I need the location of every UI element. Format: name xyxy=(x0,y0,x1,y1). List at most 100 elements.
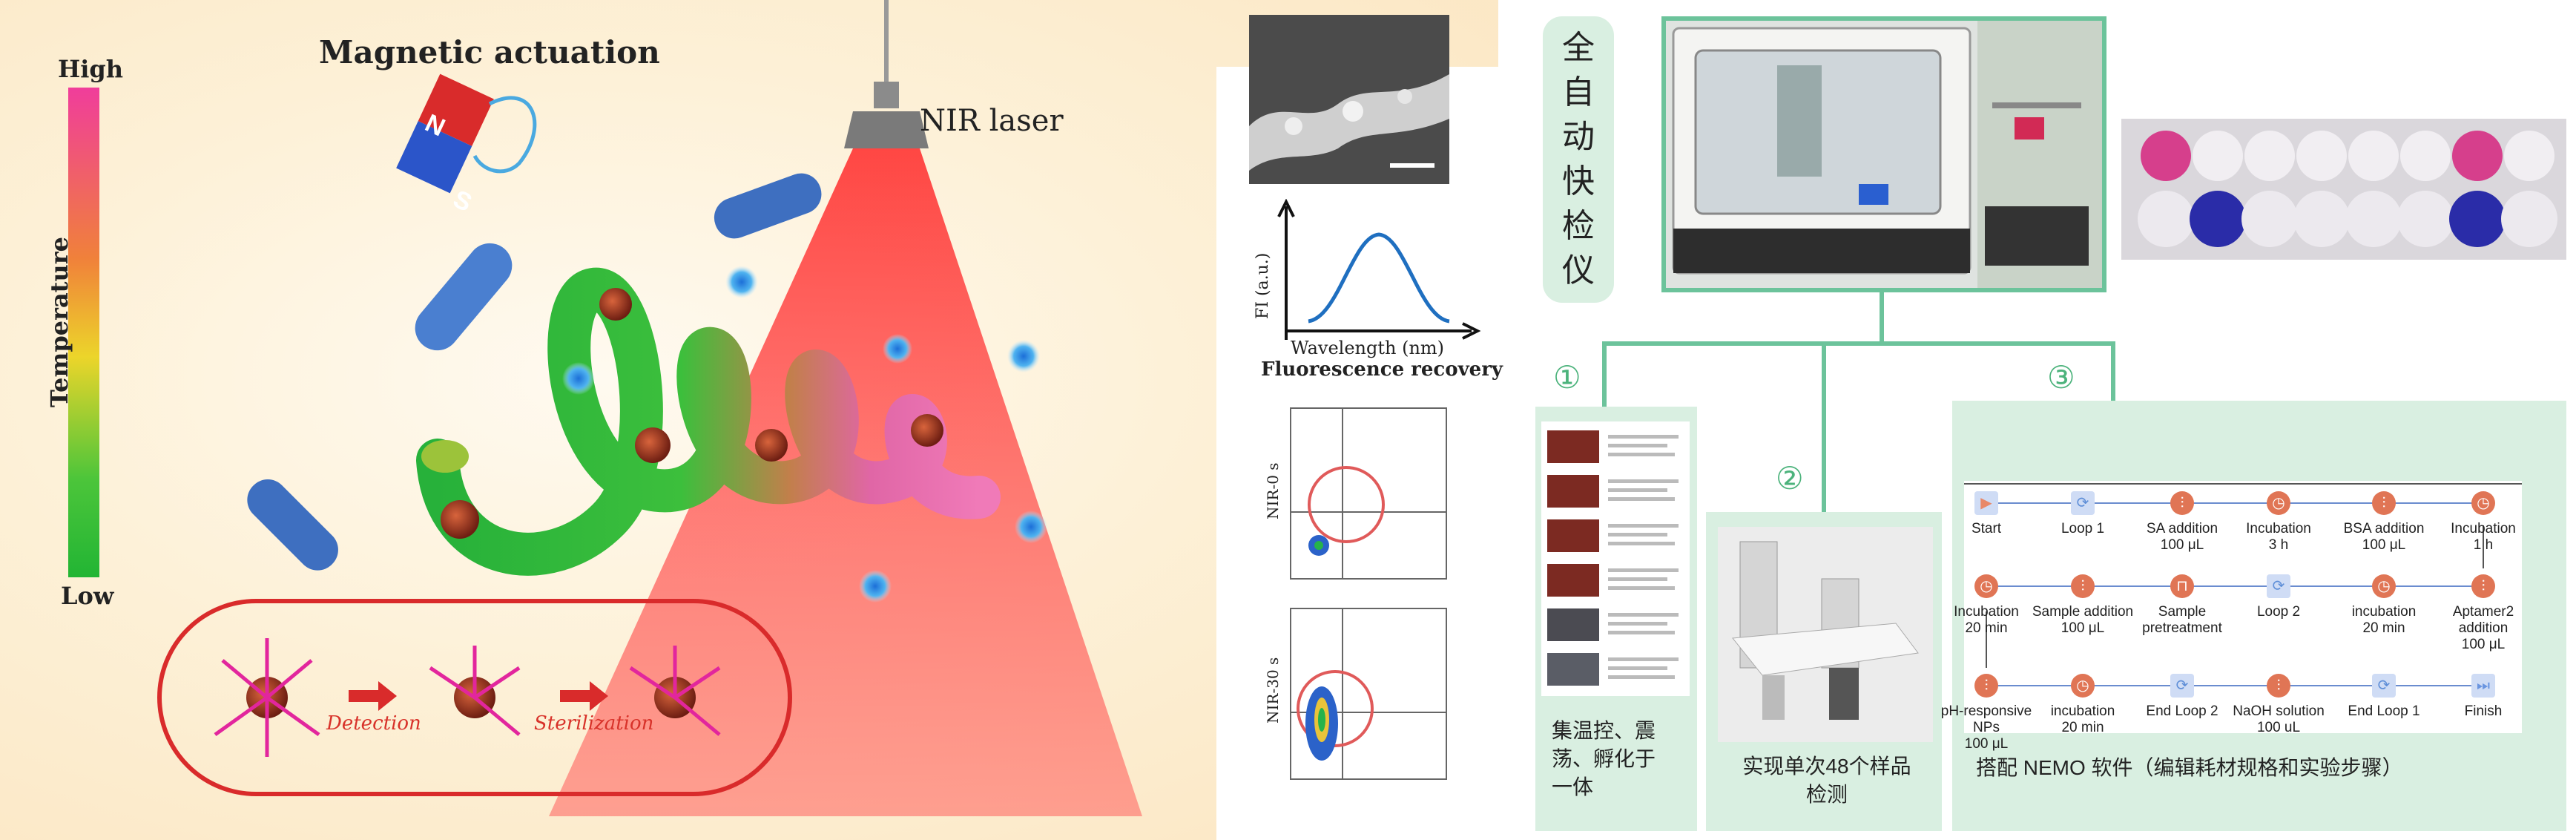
bacterium-icon xyxy=(714,173,822,239)
title-char: 仪 xyxy=(1562,252,1595,289)
clock-icon[interactable]: ◷ xyxy=(2071,674,2095,698)
probe-icon xyxy=(883,334,912,364)
panel1-caption-line: 集温控、震 xyxy=(1552,719,1656,742)
flow-bottom-ylabel: NIR-30 s xyxy=(1264,657,1282,723)
well-plate-photo xyxy=(2121,119,2566,260)
spectrum-x-label: Wavelength (nm) xyxy=(1291,338,1445,358)
loop-icon[interactable]: ⟳ xyxy=(2170,674,2194,698)
pipette-icon[interactable]: ⫶ xyxy=(2170,491,2194,515)
bacterium-icon xyxy=(247,479,338,571)
finish-icon[interactable]: ⏭ xyxy=(2471,674,2495,698)
lamp-cord xyxy=(884,0,889,89)
nanoparticle-icon xyxy=(755,429,788,462)
arrow-icon xyxy=(560,681,608,711)
workflow-step-label: Incubation 1 h xyxy=(2451,521,2516,553)
pipette-icon[interactable]: ⫶ xyxy=(2267,674,2290,698)
workflow-step-label: BSA addition 100 μL xyxy=(2343,521,2425,553)
workflow-step-label: Aptamer2 addition 100 μL xyxy=(2452,604,2514,652)
loop-icon[interactable]: ⟳ xyxy=(2071,491,2095,515)
title-char: 快 xyxy=(1562,163,1595,200)
sem-micrograph xyxy=(1249,15,1449,184)
consumable-list-image xyxy=(1541,421,1690,696)
magnet-icon xyxy=(396,73,494,194)
workflow-step-label: NaOH solution 100 uL xyxy=(2233,703,2325,735)
title-char: 动 xyxy=(1562,119,1595,155)
tree-connector xyxy=(1602,341,1607,408)
workflow-connectors xyxy=(1964,483,2522,686)
workflow-step-label: Loop 1 xyxy=(2061,521,2105,537)
clock-icon[interactable]: ◷ xyxy=(2471,491,2495,515)
nanoparticle-icon xyxy=(441,500,479,539)
scheme-illustration xyxy=(157,0,1142,816)
panel3-caption: 搭配 NEMO 软件（编辑耗材规格和实验步骤） xyxy=(1976,756,2403,779)
process-capsule xyxy=(157,599,792,796)
fluorescence-recovery-label: Fluorescence recovery xyxy=(1261,358,1503,381)
panel1-caption-line: 一体 xyxy=(1552,775,1594,798)
lamp-shade xyxy=(844,111,929,148)
panel2-caption: 实现单次48个样品 检测 xyxy=(1719,752,1934,809)
marker-one: ① xyxy=(1553,360,1581,395)
tree-connector xyxy=(2111,341,2115,402)
workflow-step-label: SA addition 100 μL xyxy=(2146,521,2218,553)
bacterium-icon xyxy=(415,243,513,351)
pipette-icon[interactable]: ⫶ xyxy=(2071,574,2095,598)
workflow-step-label: incubation 20 min xyxy=(2351,604,2417,636)
instrument-photo xyxy=(1661,16,2106,292)
title-char: 全 xyxy=(1562,30,1595,66)
probe-icon xyxy=(562,362,595,395)
tree-connector xyxy=(1822,341,1826,513)
pipette-icon[interactable]: ⫶ xyxy=(1974,674,1998,698)
detection-label: Detection xyxy=(326,712,421,735)
flow-cytometry-plot-top xyxy=(1290,407,1447,580)
panel2-caption-line: 检测 xyxy=(1805,783,1848,806)
coil-end xyxy=(421,440,469,473)
workflow-step-label: Finish xyxy=(2464,703,2503,719)
device-title-box: 全 自 动 快 检 仪 xyxy=(1543,16,1614,303)
pipette-icon[interactable]: ⫶ xyxy=(2372,491,2396,515)
play-icon[interactable]: ▶ xyxy=(1974,491,1998,515)
magnetic-rack-image xyxy=(1718,527,1933,742)
ligand-arms xyxy=(214,638,721,757)
clock-icon[interactable]: ◷ xyxy=(2267,491,2290,515)
nir-laser-label: NIR laser xyxy=(920,104,1064,138)
temperature-high-label: High xyxy=(58,55,124,83)
fluorescence-spectrum-plot xyxy=(1277,199,1481,340)
loop-icon[interactable]: ⟳ xyxy=(2267,574,2290,598)
title-char: 自 xyxy=(1562,74,1595,111)
temperature-low-label: Low xyxy=(61,582,114,610)
loop-icon[interactable]: ⟳ xyxy=(2372,674,2396,698)
flow-top-ylabel: NIR-0 s xyxy=(1264,462,1282,519)
magnetic-actuation-label: Magnetic actuation xyxy=(319,34,660,70)
workflow-step-label: pH-responsive NPs 100 μL xyxy=(1940,703,2032,752)
lamp-neck xyxy=(874,82,899,108)
nemo-workflow: ▶ Start ⟳ Loop 1 ⫶ SA addition 100 μL ◷ Incubat… xyxy=(1941,481,2522,752)
panel2-caption-line: 实现单次48个样品 xyxy=(1742,755,1911,778)
clock-icon[interactable]: ◷ xyxy=(2372,574,2396,598)
temperature-colorbar xyxy=(68,88,99,577)
workflow-step-label: Sample addition 100 μL xyxy=(2032,604,2134,636)
workflow-step-label: Incubation 20 min xyxy=(1954,604,2019,636)
workflow-step-label: Sample pretreatment xyxy=(2142,604,2222,636)
probe-icon xyxy=(1007,340,1040,373)
tube-icon[interactable]: ⊓ xyxy=(2170,574,2194,598)
rotation-arrow-icon xyxy=(472,96,537,174)
temperature-axis-label: Temperature xyxy=(45,237,73,407)
tree-connector xyxy=(1602,341,2115,346)
probe-icon xyxy=(859,570,892,603)
workflow-step-label: End Loop 2 xyxy=(2146,703,2218,719)
panel1-caption-line: 荡、孵化于 xyxy=(1552,747,1656,770)
nanoparticle-icon xyxy=(911,414,943,447)
nanoparticle-icon xyxy=(599,288,632,321)
tree-connector xyxy=(1880,292,1884,344)
arrow-icon xyxy=(349,681,397,711)
spectrum-curve xyxy=(1308,232,1450,324)
nanoparticle-icon xyxy=(635,427,671,463)
clock-icon[interactable]: ◷ xyxy=(1974,574,1998,598)
title-char: 检 xyxy=(1562,208,1595,244)
panel1-caption: 集温控、震 荡、孵化于 一体 xyxy=(1552,717,1656,801)
marker-two: ② xyxy=(1776,461,1804,496)
workflow-step-label: Start xyxy=(1971,521,2002,537)
probe-icon xyxy=(1015,511,1047,543)
pipette-icon[interactable]: ⫶ xyxy=(2471,574,2495,598)
workflow-step-label: incubation 20 min xyxy=(2050,703,2115,735)
